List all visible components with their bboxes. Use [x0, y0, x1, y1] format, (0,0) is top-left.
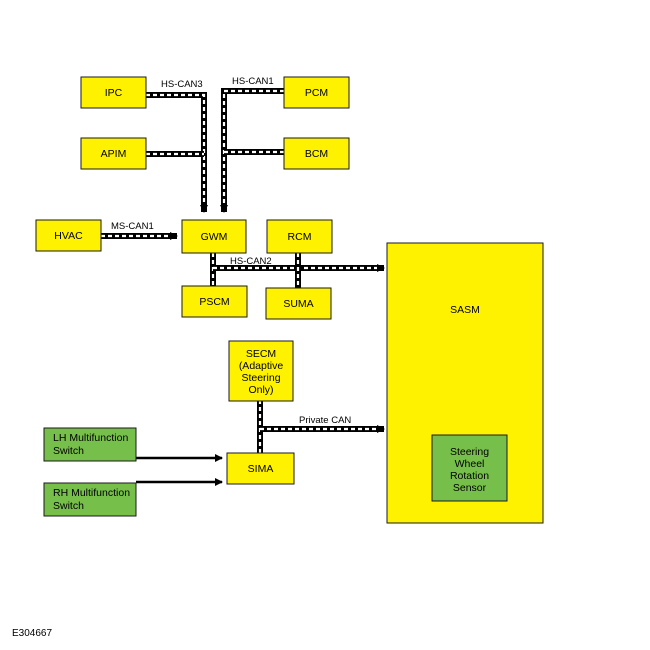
module-suma[interactable]: SUMA: [265, 287, 332, 320]
module-sima[interactable]: SIMA: [226, 452, 295, 485]
module-apim[interactable]: APIM: [80, 137, 147, 170]
module-gwm-label: GWM: [201, 231, 228, 243]
bus-hs-can3: [146, 92, 208, 213]
module-bcm[interactable]: BCM: [283, 137, 350, 170]
bus-lines: [101, 88, 385, 486]
module-pcm[interactable]: PCM: [283, 76, 350, 109]
module-pcm-label: PCM: [305, 87, 328, 99]
lh-multifunction-switch[interactable]: LH Multifunction Switch: [43, 427, 137, 462]
bus-labels: HS-CAN3 HS-CAN1 MS-CAN1 HS-CAN2 Private …: [111, 76, 351, 426]
bus-hs-can1: [220, 88, 284, 213]
bus-label-hs-can3: HS-CAN3: [161, 79, 203, 90]
bus-label-ms-can1: MS-CAN1: [111, 221, 154, 232]
rh-switch-label-line-1: RH Multifunction: [53, 487, 130, 499]
rh-switch-label-line-2: Switch: [53, 500, 84, 512]
module-gwm[interactable]: GWM: [181, 219, 247, 254]
secm-label-line-2: (Adaptive: [239, 360, 284, 372]
module-apim-label: APIM: [101, 148, 127, 160]
module-ipc[interactable]: IPC: [80, 76, 147, 109]
module-suma-label: SUMA: [283, 298, 313, 310]
module-ipc-label: IPC: [105, 87, 123, 99]
secm-label-line-1: SECM: [246, 348, 276, 360]
module-pscm-label: PSCM: [199, 296, 229, 308]
bus-private-can: [257, 400, 385, 455]
module-secm[interactable]: SECM (Adaptive Steering Only): [228, 340, 294, 402]
bus-label-hs-can1: HS-CAN1: [232, 76, 274, 87]
lh-switch-label-line-2: Switch: [53, 445, 84, 457]
module-rcm[interactable]: RCM: [266, 219, 333, 254]
module-rcm-label: RCM: [288, 231, 312, 243]
steering-wheel-rotation-sensor[interactable]: Steering Wheel Rotation Sensor: [431, 434, 508, 502]
rh-multifunction-switch[interactable]: RH Multifunction Switch: [43, 482, 137, 517]
secm-label-line-4: Only): [248, 384, 273, 396]
lh-switch-label-line-1: LH Multifunction: [53, 432, 128, 444]
bus-label-private-can: Private CAN: [299, 415, 351, 426]
figure-id: E304667: [12, 628, 53, 639]
module-hvac-label: HVAC: [54, 230, 83, 242]
module-pscm[interactable]: PSCM: [181, 285, 248, 318]
sensor-label-line-4: Sensor: [453, 482, 487, 494]
sensor-label-line-1: Steering: [450, 446, 489, 458]
module-sima-label: SIMA: [248, 463, 274, 475]
bus-hs-can2: [210, 253, 385, 288]
hardwire-lines: [136, 454, 223, 486]
sensor-label-line-2: Wheel: [455, 458, 485, 470]
bus-label-hs-can2: HS-CAN2: [230, 256, 272, 267]
module-bcm-label: BCM: [305, 148, 328, 160]
sensor-label-line-3: Rotation: [450, 470, 489, 482]
secm-label-line-3: Steering: [241, 372, 280, 384]
module-hvac[interactable]: HVAC: [35, 219, 102, 252]
module-sasm-label: SASM: [450, 304, 480, 316]
